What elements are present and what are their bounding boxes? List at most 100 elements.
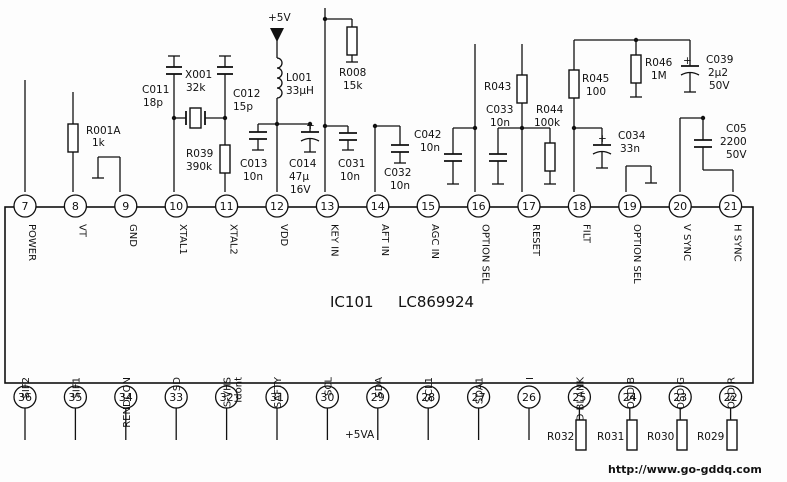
c014-value: 47μ	[289, 171, 309, 183]
pin-circle	[315, 385, 340, 409]
pin-number: 16	[472, 200, 486, 213]
pin-number: 18	[572, 200, 586, 213]
c034-value: 33n	[620, 143, 640, 155]
pin-circle	[567, 194, 592, 218]
pin-label: OSD R	[727, 377, 738, 409]
pin-number: 35	[68, 391, 82, 404]
r001a-ref: R001A	[86, 125, 121, 137]
pin-label: OSD BLANK	[575, 377, 586, 436]
crystal-x001	[189, 107, 202, 129]
pin-number: 7	[22, 200, 29, 213]
pin-label: S-VHS	[223, 377, 234, 407]
plus5va-label: +5VA	[345, 429, 375, 441]
r045-ref: R045	[582, 73, 609, 85]
resistor-r045	[568, 69, 580, 99]
l001-value: 33μH	[286, 85, 314, 97]
r046-ref: R046	[645, 57, 673, 69]
resistor-r001a	[67, 123, 79, 153]
resistor-r046	[630, 54, 642, 84]
pin-number: 22	[724, 391, 738, 404]
pin-circle	[416, 385, 440, 409]
pin-circle	[13, 194, 37, 218]
c05-ref: C05	[726, 123, 747, 135]
pin-label: KEY IN	[328, 224, 339, 257]
l001-ref: L001	[286, 72, 312, 84]
c033-ref: C033	[486, 104, 513, 116]
resistor-r029	[726, 419, 738, 451]
pin-label: AFT IN	[379, 224, 390, 256]
pin-circle	[164, 194, 188, 218]
pin-label-line2: Idont	[234, 377, 245, 403]
ic-ref-label: IC101	[330, 293, 374, 311]
resistor-r032	[575, 419, 587, 451]
r039-value: 390k	[186, 161, 213, 173]
pin-number: 30	[320, 391, 334, 404]
pin-label: SIF1	[71, 377, 82, 398]
pin-circle	[63, 385, 88, 409]
c05-value: 2200	[720, 136, 747, 148]
c033-value: 10n	[490, 117, 510, 129]
pin-circle	[618, 194, 642, 218]
c042-value: 10n	[420, 142, 440, 154]
pin-circle	[315, 194, 340, 218]
svg-text:+: +	[598, 133, 607, 145]
c012-ref: C012	[233, 88, 260, 100]
pin-label: XTAL1	[177, 224, 188, 255]
resistor-r043	[516, 74, 528, 104]
resistor-r008	[346, 26, 358, 56]
pin-number: 13	[320, 200, 334, 213]
pin-26: 26I	[517, 377, 541, 440]
pin-number: 11	[220, 200, 234, 213]
pin-21: 21H SYNC	[718, 194, 743, 262]
pin-circle	[214, 385, 239, 409]
pin-label: SDA	[374, 377, 385, 398]
svg-text:+: +	[306, 120, 315, 132]
r030-ref: R030	[647, 431, 674, 443]
pin-label: VDD	[278, 224, 289, 247]
pin-label: SD	[172, 377, 183, 391]
c042-ref: C042	[414, 129, 441, 141]
c032-value: 10n	[390, 180, 410, 192]
pin-number: 15	[421, 200, 435, 213]
pin-number: 20	[673, 200, 687, 213]
c014-ref: C014	[289, 158, 317, 170]
inductor-l001	[276, 57, 283, 99]
c039-value: 2μ2	[708, 67, 728, 79]
r001a-value: 1k	[92, 137, 106, 149]
pin-circle	[668, 385, 692, 409]
r029-ref: R029	[697, 431, 724, 443]
r043-ref: R043	[484, 81, 511, 93]
pin-label: VT	[76, 224, 87, 238]
pin-number: 17	[522, 200, 536, 213]
pin-number: 10	[169, 200, 183, 213]
pin-number: 23	[673, 391, 687, 404]
pin-circle	[114, 194, 138, 218]
pin-label: RENDCON	[122, 377, 133, 428]
c011-ref: C011	[142, 84, 169, 96]
pin-circle	[718, 385, 743, 409]
pin-label: XTAL2	[228, 224, 239, 255]
pin-number: 19	[623, 200, 637, 213]
c034-ref: C034	[618, 130, 646, 142]
r031-ref: R031	[597, 431, 624, 443]
r046-value: 1M	[651, 70, 667, 82]
plus5v-label: +5V	[268, 12, 291, 24]
pin-circle	[618, 385, 642, 409]
pin-circle	[718, 194, 743, 218]
pin-circle	[416, 194, 440, 218]
pin-number: 28	[421, 391, 435, 404]
pin-number: 12	[270, 200, 284, 213]
pin-label: OSD G	[676, 377, 687, 410]
external-circuit: R001A 1k C011 18p X001 32k C01	[24, 8, 747, 451]
pin-label: FILT	[580, 224, 591, 244]
